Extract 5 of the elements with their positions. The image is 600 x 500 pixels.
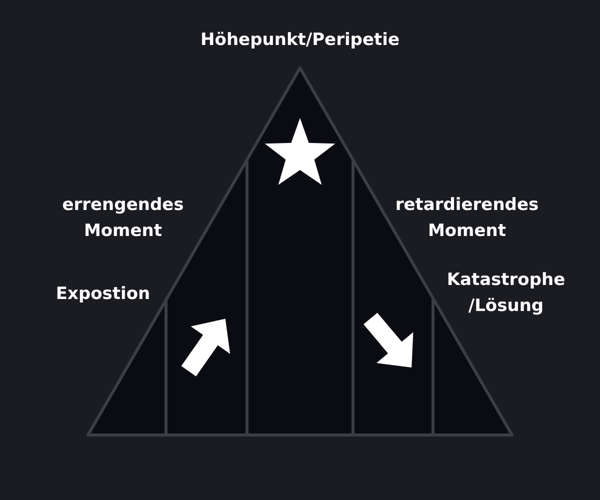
stage-label: Expostion xyxy=(54,283,152,306)
stage-label: retardierendes Moment xyxy=(394,194,540,243)
stage-label: Katastrophe /Lösung xyxy=(446,269,566,318)
stage-label: Höhepunkt/Peripetie xyxy=(200,29,400,52)
stage-label: errengendes Moment xyxy=(61,194,185,243)
